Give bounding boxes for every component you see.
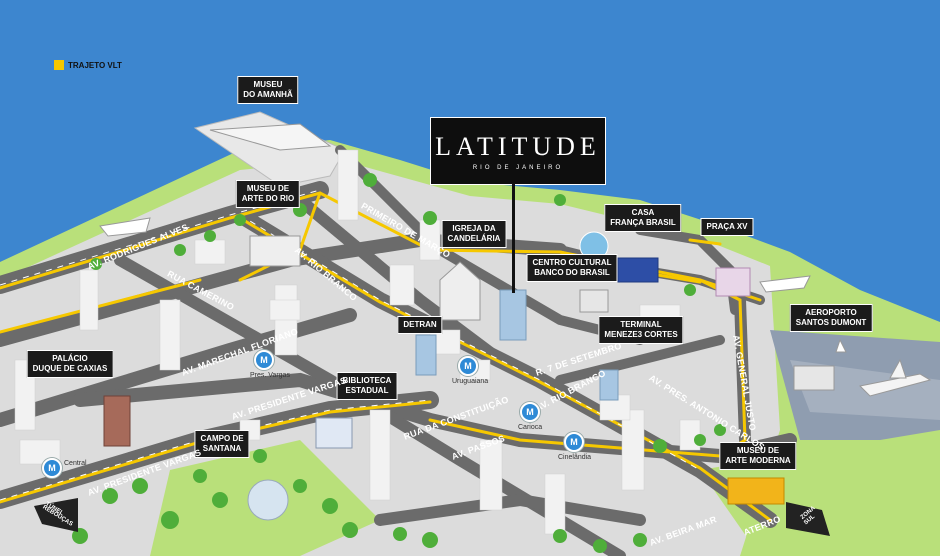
legend-label: TRAJETO VLT (68, 60, 122, 70)
exit-arrow-icon (34, 498, 78, 532)
vlt-route-swatch (54, 60, 64, 70)
metro-icon[interactable]: M (42, 458, 62, 478)
label-detran[interactable]: DETRAN (397, 316, 443, 334)
brand-subtitle: RIO DE JANEIRO (472, 165, 564, 171)
metro-name-pres-vargas: Pres. Vargas (250, 372, 290, 379)
label-centro-cultural[interactable]: CENTRO CULTURAL BANCO DO BRASIL (526, 254, 618, 282)
exit-arrow-icon (786, 502, 830, 536)
metro-icon[interactable]: M (458, 356, 478, 376)
metro-name-central: Central (64, 460, 87, 467)
metro-icon[interactable]: M (520, 402, 540, 422)
label-terminal[interactable]: TERMINAL MENEZE3 CORTES (598, 316, 684, 344)
label-museu-arte-moderna[interactable]: MUSEU DE ARTE MODERNA (719, 442, 797, 470)
brand-pointer (512, 183, 515, 293)
label-casa-franca-brasil[interactable]: CASA FRANÇA BRASIL (604, 204, 682, 232)
brand-title: LATITUDE (435, 132, 601, 161)
label-biblioteca[interactable]: BIBLIOTECA ESTADUAL (336, 372, 398, 400)
metro-icon[interactable]: M (254, 350, 274, 370)
exit-zona-sul[interactable]: ZONA SUL (786, 502, 830, 536)
label-praca-xv[interactable]: PRAÇA XV (700, 218, 754, 236)
metro-icon[interactable]: M (564, 432, 584, 452)
metro-name-cinelandia: Cinelândia (558, 454, 592, 461)
metro-name-uruguaiana: Uruguaiana (452, 378, 489, 385)
exit-tunel-reboucas[interactable]: TÚNEL REBOUÇAS (34, 498, 78, 532)
latitude-brand-marker[interactable]: LATITUDE RIO DE JANEIRO (430, 117, 606, 185)
metro-name-carioca: Carioca (518, 424, 543, 431)
legend: TRAJETO VLT (54, 60, 122, 70)
label-museu-amanha[interactable]: MUSEU DO AMANHÃ (237, 76, 299, 104)
label-aeroporto[interactable]: AEROPORTO SANTOS DUMONT (789, 304, 873, 332)
label-museu-arte-rio[interactable]: MUSEU DE ARTE DO RIO (235, 180, 301, 208)
label-palacio[interactable]: PALÁCIO DUQUE DE CAXIAS (26, 350, 114, 378)
label-campo-santana[interactable]: CAMPO DE SANTANA (194, 430, 250, 458)
label-igreja-candelaria[interactable]: IGREJA DA CANDELÁRIA (441, 220, 507, 248)
